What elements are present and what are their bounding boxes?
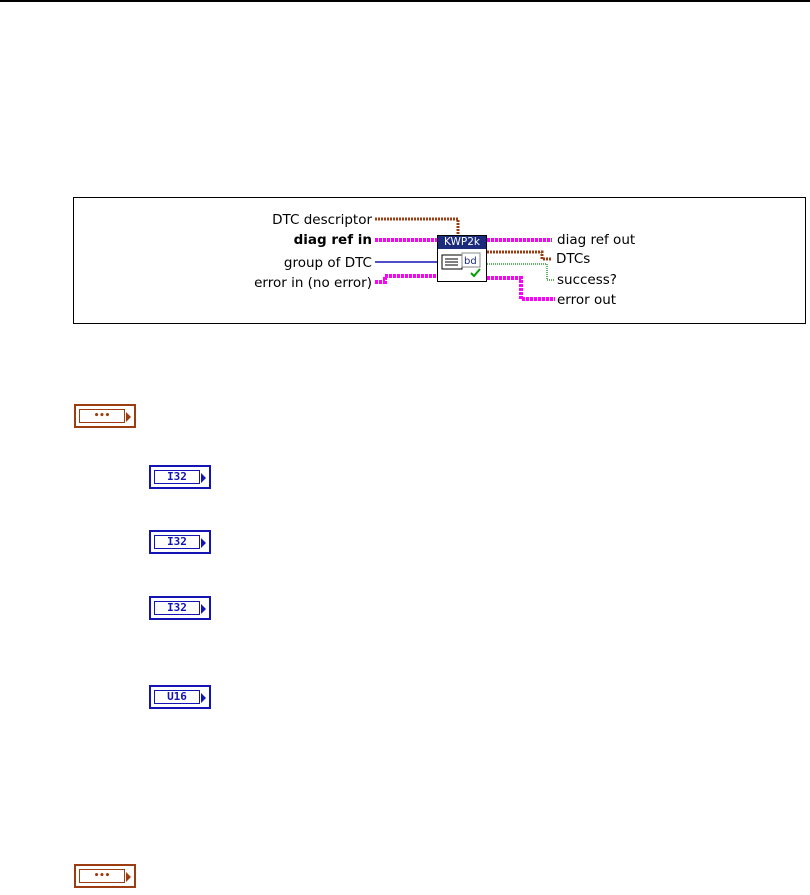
input-dtc-descriptor-label: DTC descriptor (272, 212, 372, 228)
input-group-of-dtc-label: group of DTC (283, 255, 372, 271)
i32-terminal-icon: I32 (149, 530, 211, 554)
wire-dtc-descriptor (375, 217, 460, 236)
output-dtcs-label: DTCs (556, 251, 591, 267)
input-error-in-label: error in (no error) (254, 275, 372, 291)
terminal-arrow-icon (126, 872, 131, 882)
vi-icon: KWP2k bd (437, 235, 487, 282)
cluster-terminal-icon: ••• (74, 404, 136, 428)
vi-icon-title: KWP2k (438, 236, 486, 249)
cluster-terminal-icon: ••• (74, 864, 136, 888)
connector-pane (73, 197, 806, 324)
vi-icon-glyph: bd (441, 252, 481, 278)
wire-success (487, 263, 555, 281)
wire-error-in (375, 274, 437, 284)
i32-terminal-label: I32 (154, 601, 200, 615)
terminal-arrow-icon (201, 473, 206, 483)
i32-terminal-icon: I32 (149, 465, 211, 489)
terminal-arrow-icon (201, 538, 206, 548)
i32-terminal-label: I32 (154, 470, 200, 484)
wire-error-out (487, 276, 555, 301)
i32-terminal-label: I32 (154, 535, 200, 549)
u16-terminal-label: U16 (154, 690, 200, 704)
terminal-arrow-icon (126, 412, 131, 422)
terminal-arrow-icon (201, 604, 206, 614)
cluster-terminal-glyph: ••• (79, 409, 125, 423)
terminal-arrow-icon (201, 693, 206, 703)
top-rule (0, 0, 810, 2)
input-diag-ref-in-label: diag ref in (293, 232, 372, 248)
cluster-terminal-glyph: ••• (79, 869, 125, 883)
svg-text:bd: bd (464, 256, 477, 267)
output-success-label: success? (557, 272, 617, 288)
i32-terminal-icon: I32 (149, 596, 211, 620)
wire-dtcs (487, 250, 552, 261)
output-diag-ref-out-label: diag ref out (557, 232, 636, 248)
output-error-out-label: error out (557, 292, 617, 308)
u16-terminal-icon: U16 (149, 685, 211, 709)
